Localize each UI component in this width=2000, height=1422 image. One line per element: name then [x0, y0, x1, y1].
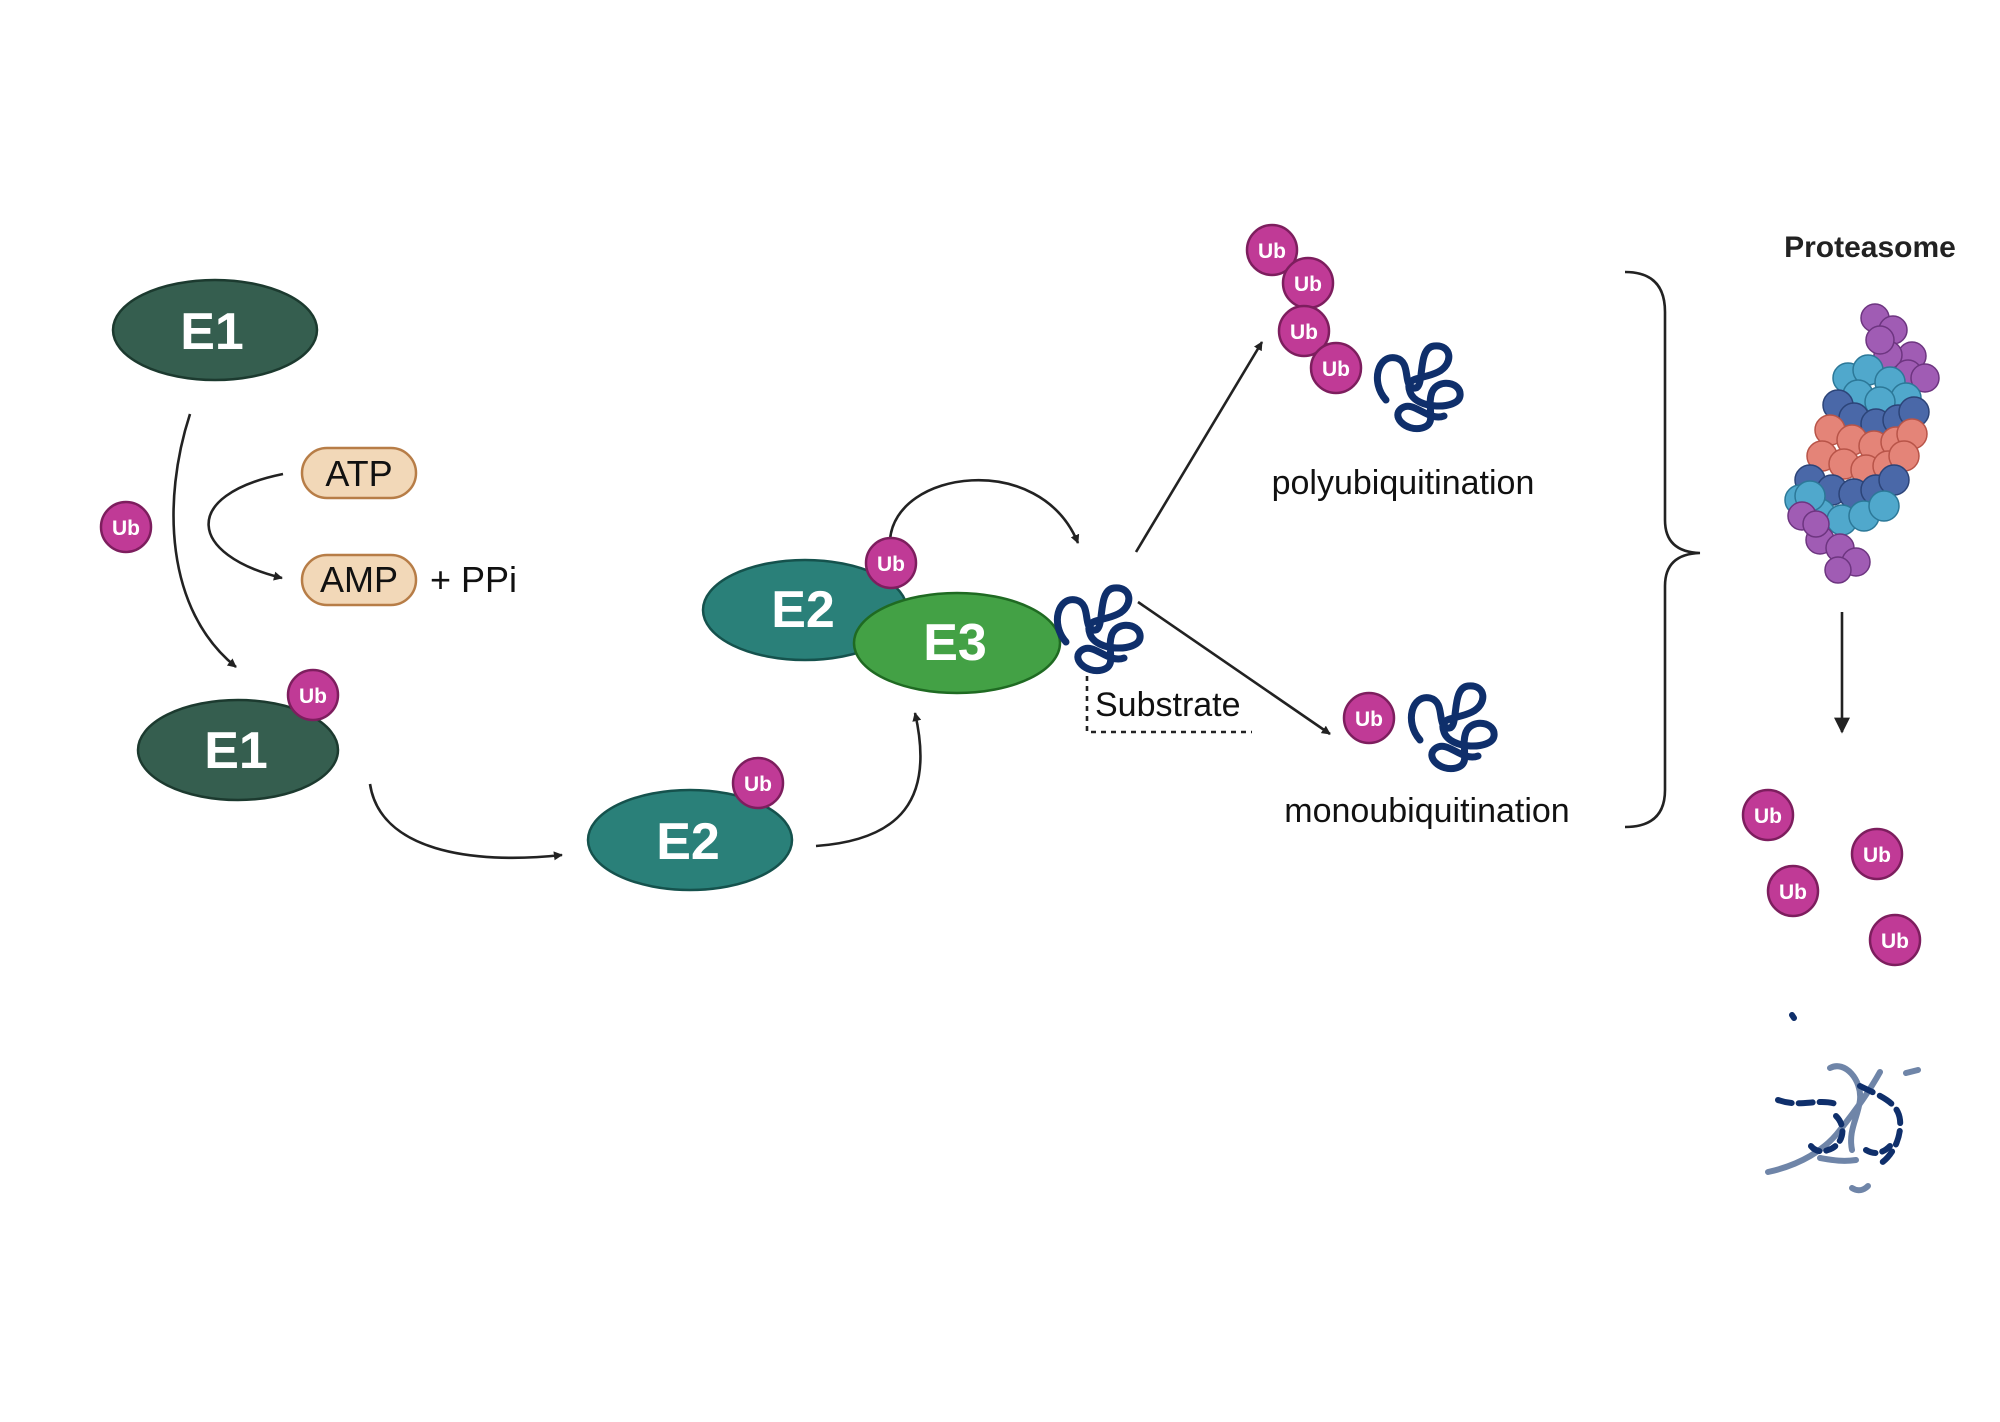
monoubiquitinated-protein-icon: [1411, 686, 1494, 769]
arrow-ub-transfer-to-substrate: [888, 479, 1080, 544]
arrow-e1ub-to-e2: [368, 783, 563, 861]
svg-text:Ub: Ub: [744, 773, 772, 796]
ubiquitin-chain-unit: Ub: [1309, 341, 1363, 395]
ppi-label: + PPi: [430, 559, 517, 600]
ubiquitin-on-e2-complex: Ub: [864, 536, 918, 590]
arrow-to-polyubiquitination: [1134, 341, 1264, 553]
arrows: [172, 341, 1850, 861]
ubiquitin-chain-unit: Ub: [1245, 223, 1299, 277]
arrow-to-monoubiquitination: [1137, 600, 1331, 736]
svg-text:Ub: Ub: [1754, 805, 1782, 828]
grouping-brace: [1624, 270, 1701, 829]
svg-text:Ub: Ub: [299, 685, 327, 708]
proteasome-title: Proteasome: [1784, 231, 1956, 264]
polyubiquitin-chain: Ub Ub Ub Ub: [1245, 223, 1363, 395]
svg-text:E3: E3: [923, 614, 987, 672]
svg-text:AMP: AMP: [320, 559, 398, 600]
proteasome-icon: [1784, 303, 1940, 584]
svg-text:E2: E2: [656, 813, 720, 871]
svg-text:Ub: Ub: [1779, 881, 1807, 904]
svg-text:E2: E2: [771, 581, 835, 639]
arrow-e2-to-e3: [815, 712, 922, 848]
substrate-label: Substrate: [1095, 686, 1241, 724]
ubiquitin-free: Ub: [99, 500, 153, 554]
svg-text:Ub: Ub: [1881, 930, 1909, 953]
ubiquitin-on-e2: Ub: [731, 756, 785, 810]
atp-molecule: ATP: [300, 446, 418, 500]
released-ubiquitin: Ub: [1850, 827, 1904, 881]
polyubiquitinated-protein-icon: [1377, 346, 1460, 429]
ubiquitin-on-e1: Ub: [286, 668, 340, 722]
svg-text:Ub: Ub: [1863, 844, 1891, 867]
ubiquitin-mono: Ub: [1342, 691, 1396, 745]
arrow-atp-to-amp: [207, 472, 284, 581]
enzyme-e3-ligase: E3: [852, 591, 1062, 695]
svg-text:Ub: Ub: [1355, 708, 1383, 731]
enzyme-e2-ub-loaded: E2: [586, 788, 794, 892]
ubiquitin-chain-unit: Ub: [1277, 304, 1331, 358]
monoubiquitination-label: monoubiquitination: [1284, 792, 1569, 830]
svg-text:E1: E1: [204, 722, 268, 780]
svg-text:ATP: ATP: [325, 453, 392, 494]
released-ubiquitin: Ub: [1766, 864, 1820, 918]
svg-text:Ub: Ub: [1290, 321, 1318, 344]
degraded-peptide-fragments-icon: [1765, 1012, 1921, 1194]
enzyme-e1-ub-loaded: E1: [136, 698, 340, 802]
amp-molecule: AMP: [300, 553, 418, 607]
svg-text:Ub: Ub: [1294, 273, 1322, 296]
arrow-e1-to-e1ub: [172, 413, 237, 669]
polyubiquitination-label: polyubiquitination: [1272, 464, 1535, 502]
svg-text:Ub: Ub: [112, 517, 140, 540]
substrate-protein-icon: [1057, 588, 1140, 671]
svg-text:Ub: Ub: [877, 553, 905, 576]
ubiquitin-chain-unit: Ub: [1281, 256, 1335, 310]
enzyme-e1-free: E1: [111, 278, 319, 382]
released-ubiquitin: Ub: [1868, 913, 1922, 967]
released-ubiquitin: Ub: [1741, 788, 1795, 842]
svg-text:Ub: Ub: [1258, 240, 1286, 263]
svg-text:E1: E1: [180, 303, 244, 361]
svg-text:Ub: Ub: [1322, 358, 1350, 381]
